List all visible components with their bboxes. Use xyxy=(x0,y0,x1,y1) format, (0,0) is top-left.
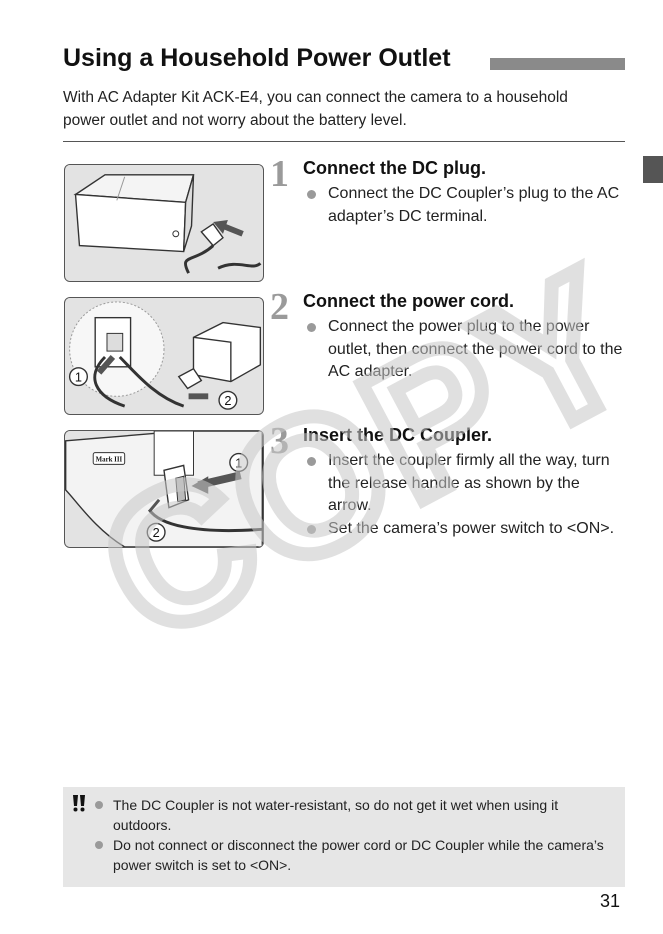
section-divider xyxy=(63,141,625,142)
illustration-power-cord: 1 2 xyxy=(64,297,264,415)
illustration-dc-plug xyxy=(64,164,264,282)
bullet-dot-icon xyxy=(307,457,316,466)
camera-label: Mark III xyxy=(96,456,123,463)
camera-dc-coupler-drawing: Mark III 1 2 xyxy=(65,431,263,547)
step-heading: Connect the DC plug. xyxy=(303,158,486,178)
bullet-item: Insert the coupler firmly all the way, t… xyxy=(303,450,623,518)
bullet-item: Connect the power plug to the power outl… xyxy=(303,316,623,384)
page-number: 31 xyxy=(600,891,621,911)
step-bullets: Insert the coupler firmly all the way, t… xyxy=(303,450,623,540)
bullet-item: Set the camera’s power switch to <ON>. xyxy=(303,518,623,541)
page-title: Using a Household Power Outlet xyxy=(63,44,451,72)
step-bullets: Connect the power plug to the power outl… xyxy=(303,316,623,384)
power-outlet-cord-drawing: 1 2 xyxy=(65,298,263,414)
bullet-item: Connect the DC Coupler’s plug to the AC … xyxy=(303,183,623,228)
callout-1-label: 1 xyxy=(235,455,242,470)
caution-item: The DC Coupler is not water-resistant, s… xyxy=(93,795,613,835)
chapter-tab-marker xyxy=(643,156,663,183)
step-number: 2 xyxy=(270,286,289,328)
caution-exclamation-icon xyxy=(73,795,85,812)
step-heading: Insert the DC Coupler. xyxy=(303,425,493,445)
callout-2-label: 2 xyxy=(224,393,231,408)
step-number: 1 xyxy=(270,153,289,195)
callout-2-label: 2 xyxy=(153,525,160,540)
ac-adapter-dc-plug-drawing xyxy=(65,165,263,281)
title-decoration-bar xyxy=(490,58,625,70)
step-bullets: Connect the DC Coupler’s plug to the AC … xyxy=(303,183,623,228)
caution-item: Do not connect or disconnect the power c… xyxy=(93,835,613,875)
bullet-dot-icon xyxy=(307,524,316,534)
intro-paragraph: With AC Adapter Kit ACK-E4, you can conn… xyxy=(63,89,568,129)
callout-1-label: 1 xyxy=(75,370,82,385)
illustration-dc-coupler: Mark III 1 2 xyxy=(64,430,264,548)
bullet-dot-icon xyxy=(307,323,316,332)
caution-list: The DC Coupler is not water-resistant, s… xyxy=(93,795,613,875)
caution-box: The DC Coupler is not water-resistant, s… xyxy=(63,787,625,887)
step-number: 3 xyxy=(270,420,289,462)
bullet-dot-icon xyxy=(307,190,316,199)
bullet-dot-icon xyxy=(95,801,103,809)
step-heading: Connect the power cord. xyxy=(303,291,515,311)
page-header: Using a Household Power Outlet xyxy=(63,44,625,78)
bullet-dot-icon xyxy=(95,841,103,849)
